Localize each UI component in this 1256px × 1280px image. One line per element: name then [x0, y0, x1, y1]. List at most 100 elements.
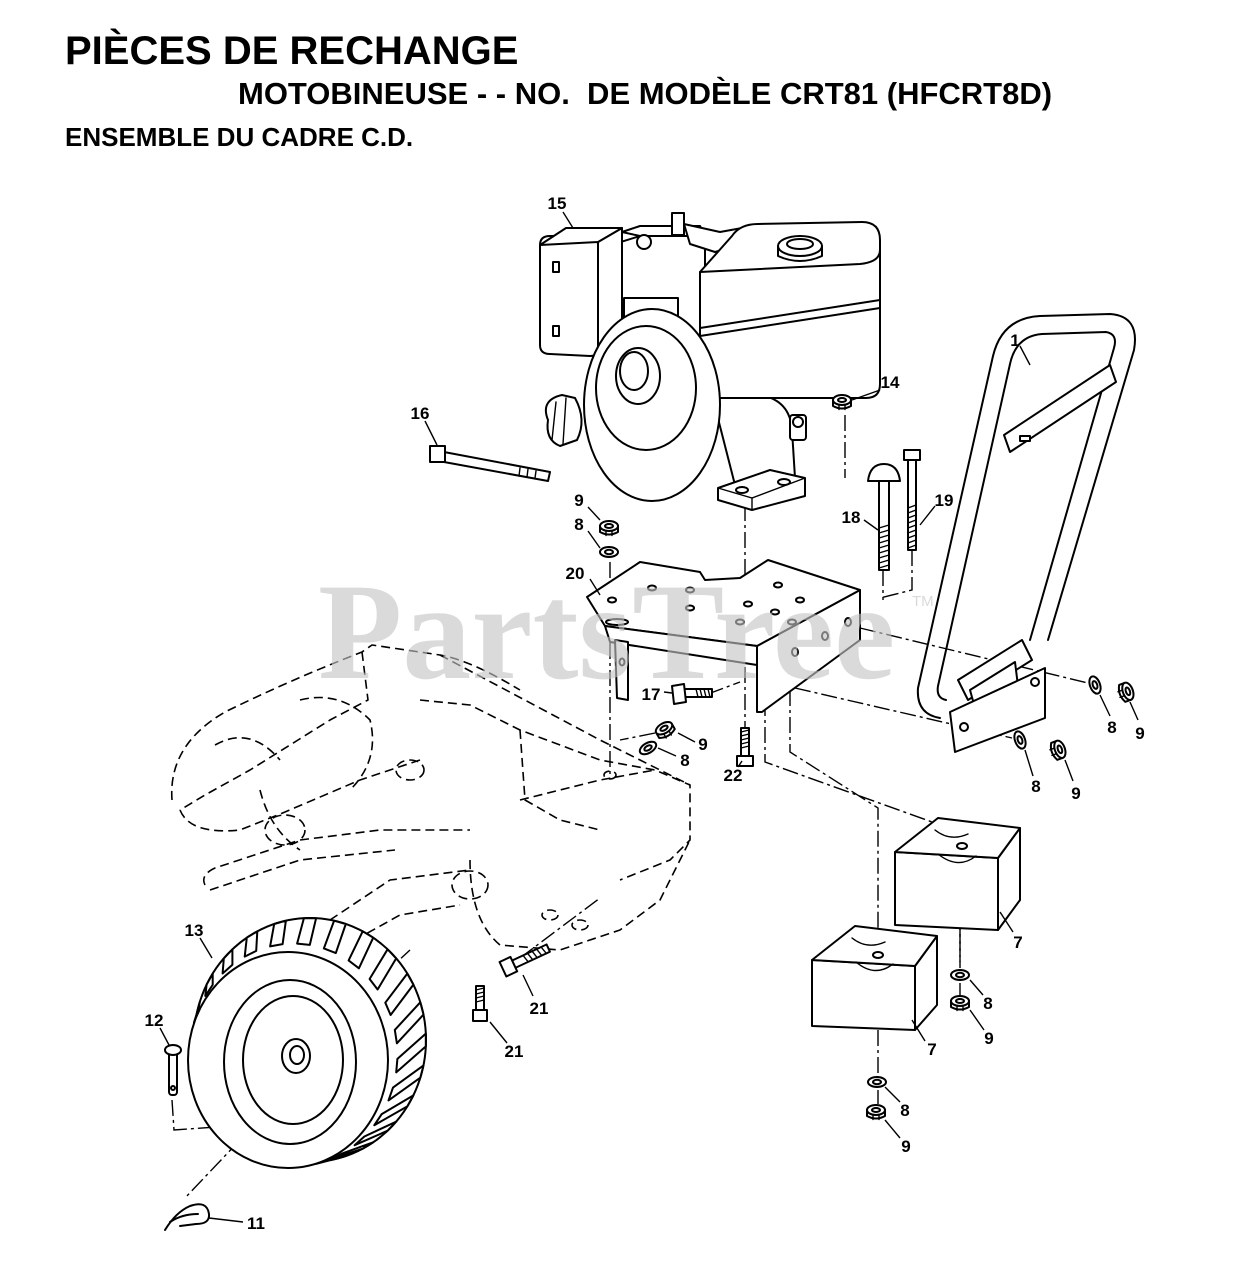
engine-base-hole [777, 478, 791, 486]
nut-9 [652, 718, 678, 742]
handle-bracket-hole [1030, 677, 1040, 687]
handle-tube-inner [936, 331, 1116, 701]
weight-top [894, 817, 1021, 859]
hex-bolt-21-lower [472, 985, 488, 1022]
hairpin-clip [164, 1203, 211, 1231]
clevis-pin [164, 1044, 182, 1096]
engine-base-hole [735, 486, 749, 494]
bolt-threads [522, 946, 548, 963]
weight-front [811, 959, 916, 1031]
callout-7: 7 [927, 1040, 936, 1059]
section-title: ENSEMBLE DU CADRE C.D. [65, 122, 413, 152]
carriage-bolt-head [867, 463, 901, 482]
engine-base [717, 469, 806, 511]
callout-9: 9 [1135, 724, 1144, 743]
bolt-threads [740, 729, 750, 749]
bolt-head [736, 755, 754, 767]
fuel-tank-edge [699, 249, 881, 273]
callout-21: 21 [505, 1042, 524, 1061]
callouts: 15 1 14 16 19 18 9 8 20 17 9 8 22 8 9 8 … [145, 194, 1145, 1233]
nut-9 [950, 995, 970, 1012]
mounting-plate [586, 559, 861, 713]
carriage-bolt-threads [878, 524, 890, 569]
weight-front [894, 851, 999, 931]
bolt-head [498, 955, 519, 978]
weight-groove [851, 937, 894, 972]
tire-wheel [187, 917, 427, 1169]
page-subtitle: MOTOBINEUSE - - NO. DE MODÈLE CRT81 (HFC… [238, 76, 1052, 111]
plate-hole [618, 657, 626, 667]
bolt-shank [511, 943, 551, 969]
tiller-frame-dashed [170, 644, 691, 951]
callout-8: 8 [900, 1101, 909, 1120]
hairpin-clip-wire [164, 1203, 211, 1231]
plate-front-lip [604, 625, 758, 666]
carriage-bolt [867, 463, 901, 571]
wheel-hub-bore [289, 1045, 305, 1065]
weight-hole [872, 951, 884, 959]
callout-15: 15 [548, 194, 567, 213]
plate-hole [795, 596, 805, 604]
callout-8: 8 [983, 994, 992, 1013]
callout-9: 9 [1071, 784, 1080, 803]
hex-bolt-head [903, 449, 921, 461]
callout-8: 8 [574, 515, 583, 534]
callout-1: 1 [1010, 331, 1019, 350]
engine-fitting [636, 234, 652, 250]
hex-bolt-threads [907, 504, 917, 549]
callout-13: 13 [185, 921, 204, 940]
hex-bolt-long [903, 449, 921, 551]
plate-hole [773, 581, 783, 589]
washer-8 [867, 1076, 887, 1088]
plate-slot [605, 618, 629, 626]
engine [539, 212, 881, 511]
weight-hole [956, 842, 968, 850]
weight-top [811, 925, 938, 967]
plate-hole [743, 600, 753, 608]
fuel-tank-band [699, 299, 881, 337]
washer-8 [950, 969, 970, 981]
watermark: PartsTree TM [318, 555, 934, 708]
gas-cap-top [786, 238, 814, 250]
weight-groove [934, 829, 977, 864]
callout-18: 18 [842, 508, 861, 527]
plate-hole [607, 596, 617, 604]
callout-22: 22 [724, 766, 743, 785]
plate-hole [770, 608, 780, 616]
nut-14 [832, 394, 852, 411]
spark-plug [671, 212, 685, 236]
air-cleaner-clip [552, 261, 560, 273]
bolt-threads [695, 688, 711, 698]
nut-9 [866, 1104, 886, 1121]
plate-hole [685, 604, 695, 612]
crankcase [711, 394, 796, 486]
handle-bracket-hole [959, 722, 969, 732]
plate-left-tab [614, 639, 629, 701]
callout-7: 7 [1013, 933, 1022, 952]
callout-19: 19 [935, 491, 954, 510]
nut-9 [1046, 738, 1069, 763]
cable-tie-strap [443, 451, 551, 482]
plate-hole [787, 618, 797, 626]
callout-9: 9 [698, 735, 707, 754]
callout-11: 11 [247, 1214, 265, 1233]
callout-8: 8 [1031, 777, 1040, 796]
callout-20: 20 [566, 564, 585, 583]
hairpin-clip-leg [169, 1213, 199, 1223]
callout-8: 8 [1107, 718, 1116, 737]
hex-bolt-21-upper [498, 943, 551, 978]
hex-bolt-22 [736, 727, 754, 767]
callout-9: 9 [901, 1137, 910, 1156]
air-cleaner-top [539, 227, 623, 246]
plate-hole [821, 631, 829, 641]
washer-8 [1011, 728, 1029, 752]
hex-bolt-17 [671, 683, 713, 705]
handle-bracket [949, 667, 1046, 753]
cable-tie-teeth [518, 467, 537, 479]
bolt-head [472, 1009, 488, 1022]
watermark-text: PartsTree [318, 555, 895, 708]
callout-17: 17 [642, 685, 661, 704]
nut-9 [599, 520, 619, 537]
callout-9: 9 [984, 1029, 993, 1048]
